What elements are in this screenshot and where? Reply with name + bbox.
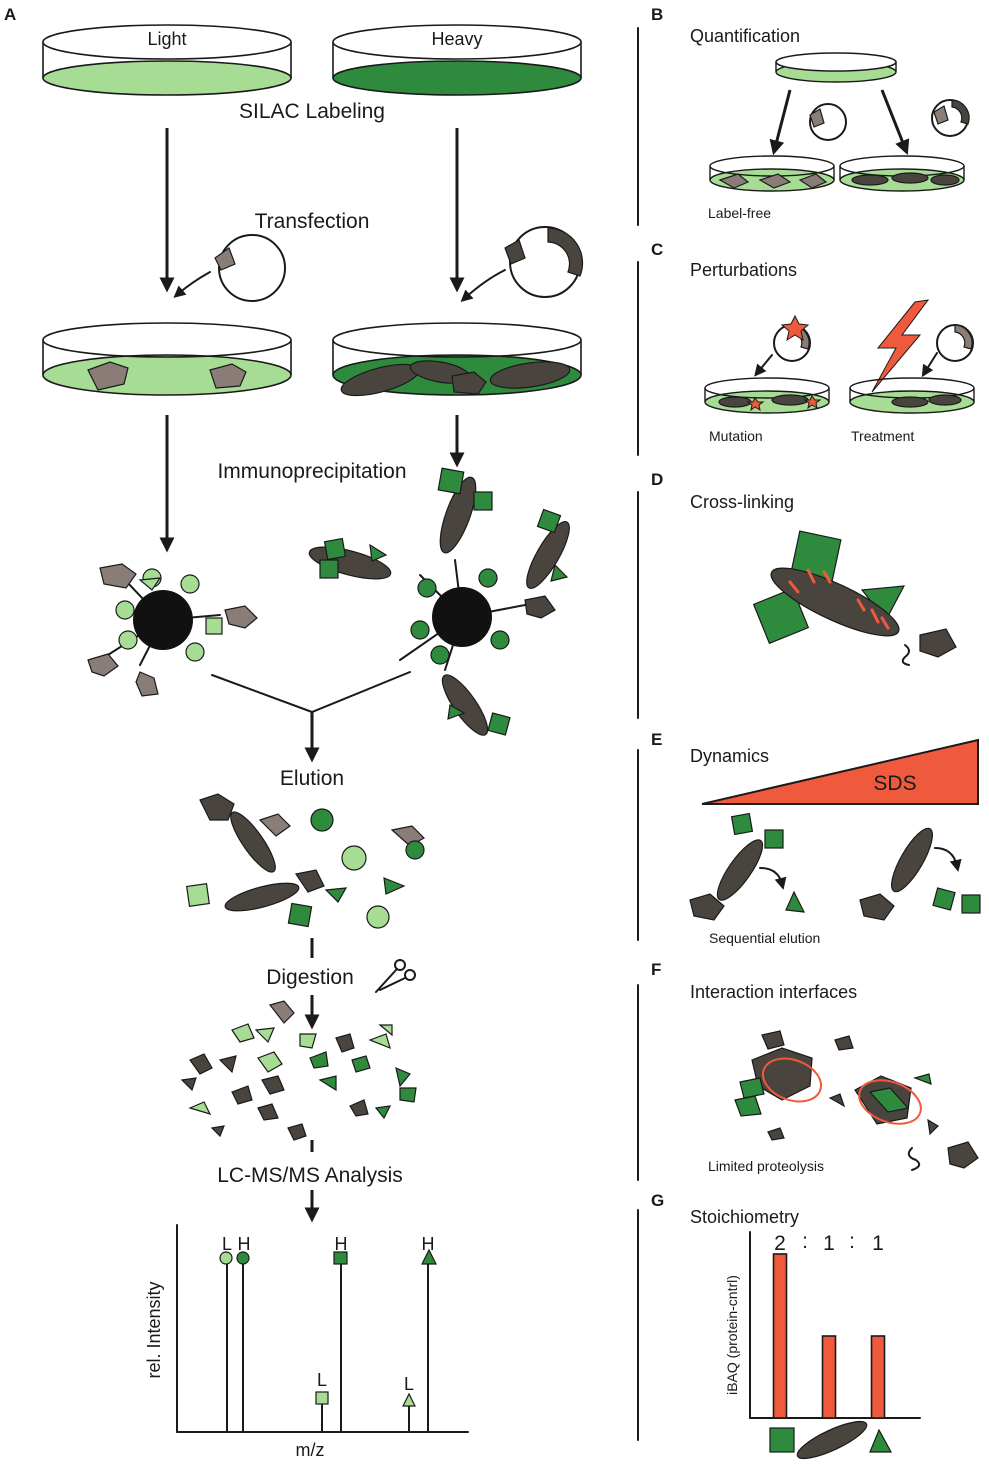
panel-c-letter: C	[651, 240, 663, 259]
ratio-value-1: 2	[774, 1232, 786, 1255]
x-axis-label: m/z	[296, 1440, 325, 1460]
panel-b-letter: B	[651, 5, 663, 24]
silac-label: SILAC Labeling	[239, 100, 385, 123]
plasmid-heavy-icon	[460, 226, 584, 303]
peak-label-4: H	[422, 1234, 435, 1254]
stoich-bar-triangle	[870, 1335, 886, 1419]
dynamics-illustration	[689, 812, 981, 921]
panel-e-title: Dynamics	[690, 746, 769, 766]
stoichiometry-chart	[749, 1231, 921, 1419]
panel-e-caption: Sequential elution	[709, 930, 820, 946]
heavy-dish-transfected	[332, 322, 582, 397]
heavy-label: Heavy	[431, 29, 482, 49]
transfection-label: Transfection	[255, 210, 370, 233]
stoich-bar-ellipse	[821, 1335, 837, 1419]
panel-g-letter: G	[651, 1191, 664, 1210]
panel-d-letter: D	[651, 470, 663, 489]
heavy-bead-complex	[308, 467, 570, 736]
stoich-bar-square	[772, 1253, 788, 1419]
panel-b-caption: Label-free	[708, 205, 771, 221]
mass-spectrum	[176, 1224, 469, 1433]
panel-c-caption-left: Mutation	[709, 428, 763, 444]
light-dish-top	[42, 24, 292, 96]
heavy-dish-top	[332, 24, 582, 96]
panel-f-caption: Limited proteolysis	[708, 1158, 824, 1174]
ratio-value-3: 1	[872, 1232, 884, 1255]
peptide-fragments	[180, 1000, 417, 1141]
lcms-label: LC-MS/MS Analysis	[217, 1164, 403, 1187]
panel-a-letter: A	[4, 5, 16, 24]
crosslinking-illustration	[752, 530, 957, 666]
plasmid-light-icon	[173, 234, 286, 302]
sds-label: SDS	[873, 772, 916, 795]
sds-gradient	[701, 738, 979, 805]
elution-mixture	[186, 793, 425, 929]
panel-e-letter: E	[651, 730, 662, 749]
peak-label-1: L	[222, 1234, 232, 1254]
proteolysis-illustration	[734, 1030, 979, 1171]
panel-d-title: Cross-linking	[690, 492, 794, 512]
light-label: Light	[147, 29, 186, 49]
light-dish-transfected	[42, 322, 292, 396]
peak-label-6: L	[404, 1374, 414, 1394]
ratio-value-2: 1	[823, 1232, 835, 1255]
panel-b-title: Quantification	[690, 26, 800, 46]
panel-g-title: Stoichiometry	[690, 1207, 799, 1227]
y-axis-label: rel. Intensity	[144, 1281, 164, 1378]
light-bead-complex	[87, 563, 258, 697]
ratio-sep-1: :	[802, 1230, 808, 1253]
quantification-illustration	[709, 52, 970, 192]
perturbations-illustration	[704, 299, 975, 414]
stoich-category-icons	[769, 1420, 893, 1460]
ratio-sep-2: :	[849, 1230, 855, 1253]
peak-label-5: L	[317, 1370, 327, 1390]
panel-c-caption-right: Treatment	[851, 428, 914, 444]
panel-f-letter: F	[651, 960, 661, 979]
elution-label: Elution	[280, 767, 344, 790]
peak-label-3: H	[335, 1234, 348, 1254]
digestion-label: Digestion	[266, 966, 354, 989]
panel-f-title: Interaction interfaces	[690, 982, 857, 1002]
immunoprecipitation-label: Immunoprecipitation	[217, 460, 406, 483]
panel-c-title: Perturbations	[690, 260, 797, 280]
peak-label-2: H	[238, 1234, 251, 1254]
panel-g-y-axis: iBAQ (protein-cntrl)	[724, 1275, 740, 1395]
scissors-icon	[375, 959, 416, 993]
